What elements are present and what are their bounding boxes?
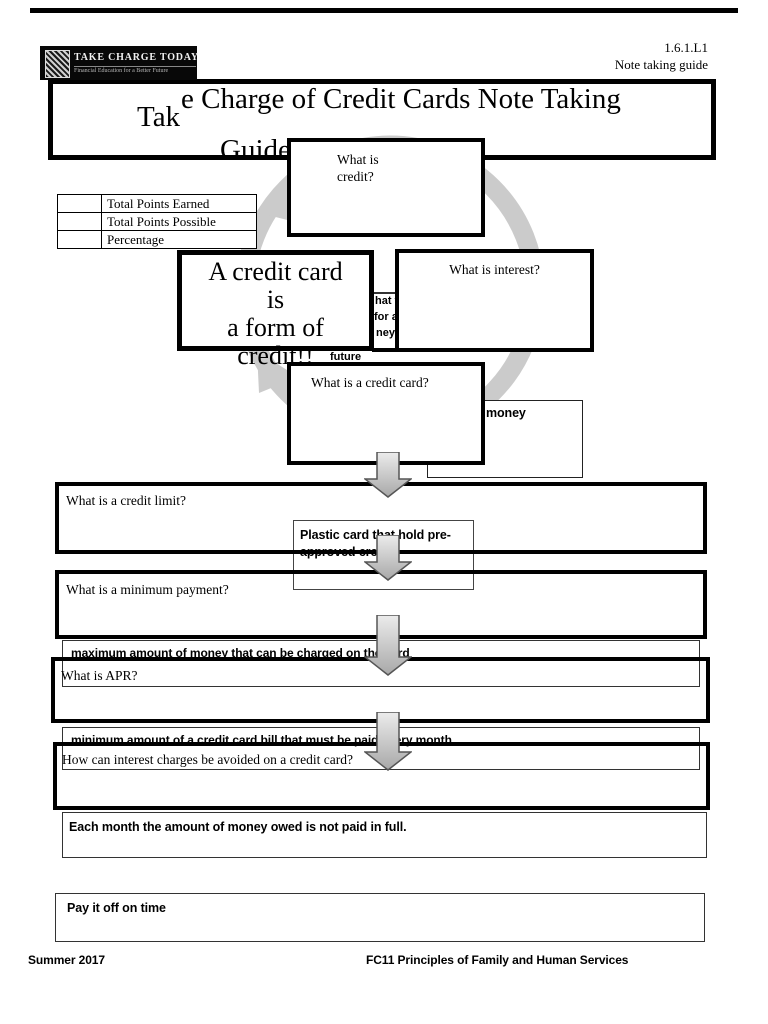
title-fragment-bottom: Guide (220, 134, 291, 166)
plastic-card-answer-line1: Plastic card that hold pre- (300, 528, 451, 542)
hidden-box-bottom-line (372, 348, 398, 352)
apr-answer: Each month the amount of money owed is n… (69, 820, 407, 834)
logo-emblem (45, 50, 70, 78)
what-is-interest-question: What is interest? (449, 262, 540, 277)
what-is-credit-box: What is credit? (287, 138, 485, 237)
hidden-fragment: ney (376, 327, 395, 339)
table-row: Total Points Earned (57, 194, 257, 213)
what-is-credit-card-question: What is a credit card? (311, 375, 429, 390)
table-row: Percentage (57, 230, 257, 249)
hidden-fragment-future: future (330, 351, 362, 363)
cycle-arrowhead-down-icon (257, 351, 298, 393)
credit-card-statement-box: A credit card is a form of credit!! (177, 250, 374, 370)
logo-tagline: Financial Education for a Better Future (74, 66, 196, 74)
header-doc-code-block: 1.6.1.L1 Note taking guide (615, 39, 708, 73)
hidden-fragment: for a (374, 311, 398, 323)
min-payment-question: What is a minimum payment? (66, 582, 229, 597)
hidden-box-edge-line (372, 292, 398, 294)
score-cell-blank (57, 230, 102, 249)
apr-answer-box: Each month the amount of money owed is n… (62, 812, 707, 858)
what-is-credit-question: What is credit? (337, 152, 379, 184)
score-row-label: Total Points Earned (101, 194, 257, 213)
footer-course: FC11 Principles of Family and Human Serv… (366, 953, 629, 967)
what-is-interest-box: What is interest? (395, 249, 594, 352)
statement-line: a form of (227, 313, 324, 342)
table-row: Total Points Possible (57, 212, 257, 231)
doc-type: Note taking guide (614, 57, 708, 72)
logo-box: TAKE CHARGE TODAY Financial Education fo… (40, 46, 199, 80)
footer-date: Summer 2017 (28, 953, 105, 967)
score-cell-blank (57, 212, 102, 231)
top-rule-bar (30, 8, 738, 13)
title-fragment-top: e Charge of Credit Cards Note Taking (181, 83, 621, 115)
avoid-interest-answer: Pay it off on time (67, 901, 166, 915)
hidden-fragment: hat y (375, 295, 401, 307)
credit-limit-answer: maximum amount of money that can be char… (71, 646, 410, 660)
credit-limit-question: What is a credit limit? (66, 493, 186, 508)
logo-name: TAKE CHARGE TODAY (74, 52, 199, 63)
statement-line: is (266, 285, 285, 314)
avoid-interest-answer-box: Pay it off on time (55, 893, 705, 942)
score-row-label: Total Points Possible (101, 212, 257, 231)
doc-code: 1.6.1.L1 (664, 40, 708, 55)
score-cell-blank (57, 194, 102, 213)
down-arrow-icon (364, 615, 412, 676)
down-arrow-icon (364, 452, 412, 498)
hidden-fragment-money: money (486, 406, 526, 420)
score-row-label: Percentage (101, 230, 257, 249)
title-fragment-mid: Tak (137, 101, 181, 133)
apr-question: What is APR? (61, 668, 138, 683)
score-table: Total Points Earned Total Points Possibl… (57, 194, 257, 249)
statement-line: A credit card (208, 257, 343, 286)
what-is-credit-card-box: What is a credit card? (287, 362, 485, 465)
down-arrow-icon (364, 712, 412, 771)
avoid-interest-question: How can interest charges be avoided on a… (62, 752, 353, 767)
down-arrow-icon (364, 535, 412, 581)
